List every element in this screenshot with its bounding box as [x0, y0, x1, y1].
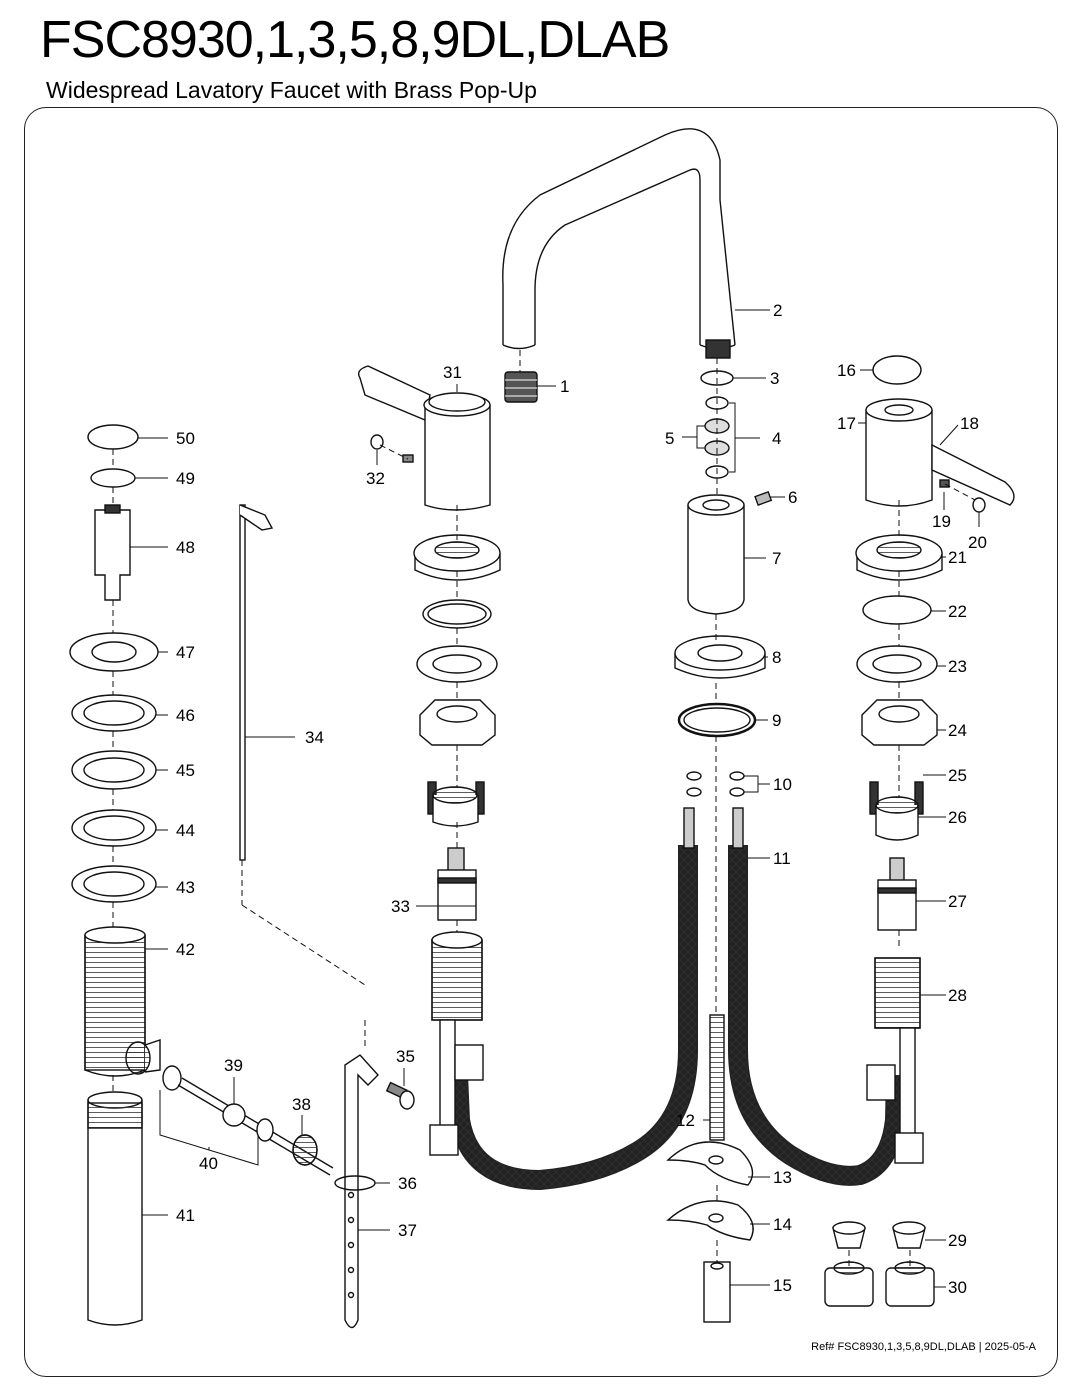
callout-1: 1: [560, 377, 569, 396]
right-handle: [865, 398, 1015, 507]
set-screw-6: [754, 490, 773, 506]
callout-48: 48: [176, 538, 195, 557]
callout-47: 47: [176, 643, 195, 662]
callout-44: 44: [176, 821, 195, 840]
callout-4: 4: [772, 429, 781, 448]
callout-41: 41: [176, 1206, 195, 1225]
callout-43: 43: [176, 878, 195, 897]
callout-14: 14: [773, 1215, 792, 1234]
callout-23: 23: [948, 657, 967, 676]
callout-8: 8: [772, 648, 781, 667]
tailpiece-41: [87, 1091, 143, 1326]
right-valve-body-28: [874, 957, 921, 1029]
callout-12: 12: [676, 1111, 695, 1130]
callout-29: 29: [948, 1231, 967, 1250]
callout-18: 18: [960, 414, 979, 433]
callout-36: 36: [398, 1174, 417, 1193]
valve-33: [437, 847, 477, 921]
right-ring-22: [862, 595, 932, 625]
callout-34: 34: [305, 728, 324, 747]
reference-footer: Ref# FSC8930,1,3,5,8,9DL,DLAB | 2025-05-…: [811, 1341, 1036, 1353]
callout-35: 35: [396, 1047, 415, 1066]
callout-17: 17: [837, 414, 856, 433]
callout-42: 42: [176, 940, 195, 959]
drain-cap: [87, 424, 139, 450]
bracket-13: [666, 1141, 754, 1186]
pop-up-stopper: [94, 509, 131, 601]
callout-25: 25: [948, 766, 967, 785]
callout-50: 50: [176, 429, 195, 448]
callout-33: 33: [391, 897, 410, 916]
pivot-rod: [162, 1065, 334, 1176]
callout-6: 6: [788, 488, 797, 507]
callout-38: 38: [292, 1095, 311, 1114]
callout-40: 40: [199, 1154, 218, 1173]
callout-11: 11: [773, 849, 791, 868]
supply-hoses: [448, 807, 906, 1191]
spout-flange: [674, 635, 766, 679]
callout-30: 30: [948, 1278, 967, 1297]
callout-15: 15: [773, 1276, 792, 1295]
gasket-9: [677, 702, 757, 738]
aerator: [504, 371, 538, 403]
callout-2: 2: [773, 301, 782, 320]
callout-45: 45: [176, 761, 195, 780]
callout-46: 46: [176, 706, 195, 725]
lift-rod: [239, 504, 274, 861]
right-nut-26: [875, 805, 919, 841]
left-handle: [357, 365, 491, 511]
callout-16: 16: [837, 361, 856, 380]
callout-28: 28: [948, 986, 967, 1005]
callout-26: 26: [948, 808, 967, 827]
left-washer: [416, 645, 498, 683]
page-subtitle: Widespread Lavatory Faucet with Brass Po…: [46, 77, 537, 103]
callout-39: 39: [224, 1056, 243, 1075]
drain-ring-49: [90, 468, 136, 488]
callout-22: 22: [948, 602, 967, 621]
coupling-nut-15: [703, 1261, 731, 1323]
drain-flange-47: [69, 632, 159, 672]
cap-32: [370, 434, 384, 450]
callout-5: 5: [665, 429, 674, 448]
diagram-frame: [24, 107, 1058, 1377]
callout-21: 21: [948, 548, 967, 567]
callout-19: 19: [932, 512, 951, 531]
callout-37: 37: [398, 1221, 417, 1240]
callout-49: 49: [176, 469, 195, 488]
drain-washer-46: [71, 694, 157, 732]
gasket-9-inner: [683, 707, 751, 733]
threaded-rod: [709, 1014, 725, 1141]
drain-body-42: [84, 926, 161, 1077]
callout-24: 24: [948, 721, 967, 740]
callout-7: 7: [772, 549, 781, 568]
callout-27: 27: [948, 892, 967, 911]
callout-9: 9: [772, 711, 781, 730]
left-nut: [432, 795, 479, 827]
clevis-strap: [334, 1054, 379, 1329]
drain-washer-44: [71, 809, 157, 847]
page-title: FSC8930,1,3,5,8,9DL,DLAB: [40, 11, 670, 69]
left-valve-body: [429, 931, 484, 1156]
index-cap: [872, 355, 922, 385]
callout-31: 31: [443, 363, 462, 382]
callout-10: 10: [773, 775, 792, 794]
callout-3: 3: [770, 369, 779, 388]
spout: [502, 128, 736, 359]
spout-base: [687, 494, 745, 615]
callout-13: 13: [773, 1168, 792, 1187]
callout-20: 20: [968, 533, 987, 552]
right-washer-23: [856, 645, 938, 683]
callout-32: 32: [366, 469, 385, 488]
